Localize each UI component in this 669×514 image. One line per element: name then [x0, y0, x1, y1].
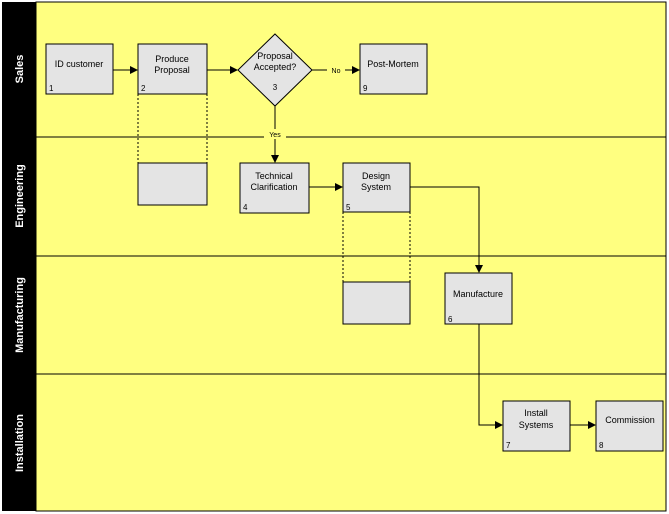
step-label-line1: Design: [362, 171, 390, 181]
decision-label-line1: Proposal: [257, 51, 293, 61]
step-label: ID customer: [55, 59, 104, 69]
step-technical-clarification[interactable]: Technical Clarification 4: [239, 162, 310, 214]
decision-label-line2: Accepted?: [254, 62, 297, 72]
step-post-mortem[interactable]: Post-Mortem 9: [359, 43, 428, 95]
step-label: Post-Mortem: [367, 59, 419, 69]
step-number: 8: [599, 441, 604, 450]
step-produce-proposal[interactable]: Produce Proposal 2: [137, 43, 208, 95]
step-produce-proposal-extension: [137, 162, 208, 206]
step-label-line1: Produce: [155, 54, 189, 64]
step-manufacture[interactable]: Manufacture 6: [444, 272, 513, 325]
edge-label-yes-bg: [264, 129, 286, 139]
decision-proposal-accepted[interactable]: Proposal Accepted? 3: [237, 33, 313, 107]
edge-label-no: No: [332, 68, 341, 75]
edge-5-to-6: [410, 186, 483, 273]
step-install-systems[interactable]: Install Systems 7: [502, 400, 571, 452]
step-label: Commission: [605, 415, 655, 425]
lane-label-engineering: Engineering: [14, 164, 26, 228]
step-label-line2: Clarification: [250, 182, 297, 192]
lane-header-installation: [2, 374, 36, 511]
step-label-line1: Install: [524, 408, 548, 418]
step-number: 4: [243, 203, 248, 212]
step-number: 6: [448, 315, 453, 324]
lane-header-sales: [2, 2, 36, 137]
lane-label-installation: Installation: [14, 414, 26, 472]
step-label: Manufacture: [453, 289, 503, 299]
step-label-line2: Proposal: [154, 65, 190, 75]
step-number: 1: [49, 84, 54, 93]
lane-label-sales: Sales: [14, 55, 26, 84]
step-label-line1: Technical: [255, 171, 293, 181]
step-design-system[interactable]: Design System 5: [342, 162, 411, 213]
edge-label-no-bg: [327, 65, 345, 75]
step-number: 7: [506, 441, 511, 450]
lane-header-engineering: [2, 137, 36, 256]
step-commission[interactable]: Commission 8: [595, 400, 664, 452]
step-label-line2: Systems: [519, 420, 554, 430]
step-number: 5: [346, 203, 351, 212]
lane-header-manufacturing: [2, 256, 36, 374]
step-number: 2: [141, 84, 146, 93]
step-label-line2: System: [361, 182, 391, 192]
edge-6-to-7: [478, 324, 503, 429]
step-id-customer[interactable]: ID customer 1: [45, 43, 114, 95]
step-number: 9: [363, 84, 368, 93]
edge-label-yes: Yes: [269, 132, 281, 139]
lane-bg-installation: [35, 373, 667, 512]
decision-number: 3: [273, 83, 278, 92]
lane-label-manufacturing: Manufacturing: [14, 277, 26, 353]
step-design-system-extension: [342, 281, 411, 325]
